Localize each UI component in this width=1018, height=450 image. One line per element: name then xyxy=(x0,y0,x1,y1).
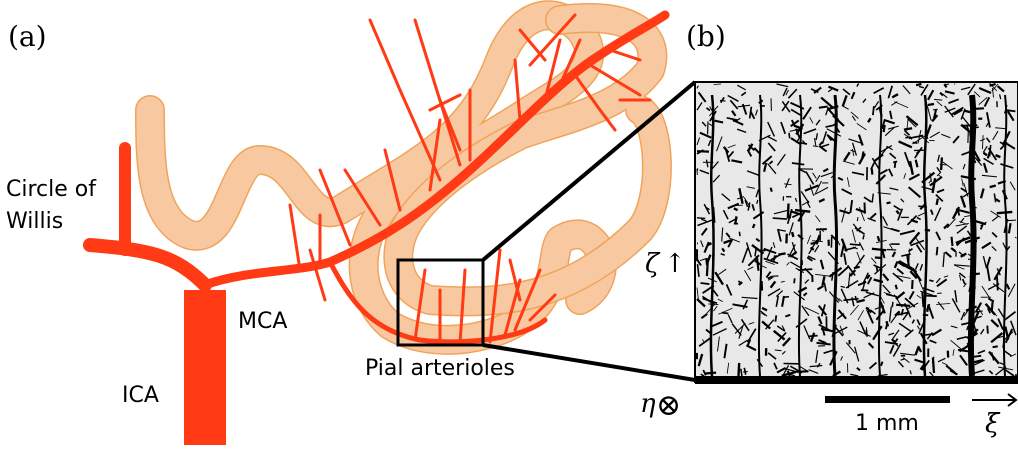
panel-label-a: (a) xyxy=(8,20,47,53)
label-circle-of-willis-line2: Willis xyxy=(6,209,63,234)
label-ica: ICA xyxy=(122,383,159,408)
scale-bar-label: 1 mm xyxy=(855,411,919,436)
label-mca: MCA xyxy=(238,309,287,334)
label-circle-of-willis-line1: Circle of xyxy=(6,177,97,202)
scale-bar xyxy=(825,396,950,403)
panel-label-b: (b) xyxy=(686,20,726,53)
label-pial-arterioles: Pial arterioles xyxy=(365,356,515,381)
axis-zeta-arrow: ↑ xyxy=(664,249,686,279)
axis-eta-symbol: ⊗ xyxy=(656,388,681,423)
axis-xi: ξ xyxy=(985,409,1001,439)
microvascular-network xyxy=(695,82,1018,384)
willis-branch xyxy=(90,245,205,285)
axis-zeta: ζ xyxy=(645,249,661,279)
axis-eta: η xyxy=(640,389,656,419)
